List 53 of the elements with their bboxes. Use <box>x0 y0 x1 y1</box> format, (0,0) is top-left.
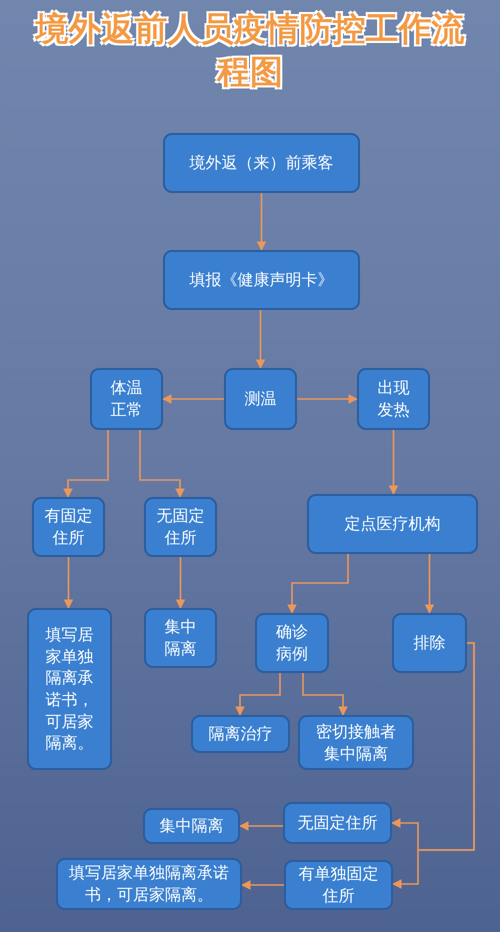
box-label: 无固定住所 <box>298 812 378 834</box>
arrow <box>64 557 74 609</box>
process-box <box>56 858 242 910</box>
process-box <box>144 497 217 557</box>
box-label: 填报《健康声明卡》 <box>190 269 334 291</box>
box-label: 排除 <box>414 632 446 654</box>
box-label: 填写居家单独隔离承诺书，可居家隔离。 <box>68 862 230 906</box>
arrow <box>176 557 186 609</box>
process-box <box>163 250 360 310</box>
box-label: 境外返（来）前乘客 <box>190 152 334 174</box>
arrow <box>139 430 185 498</box>
arrow <box>63 430 109 498</box>
process-box <box>144 608 217 668</box>
arrow <box>239 821 283 831</box>
process-box <box>307 494 478 554</box>
process-box <box>32 497 105 557</box>
process-box <box>224 368 297 430</box>
arrow <box>392 642 475 889</box>
title: 境外返前人员疫情防控工作流程图 <box>34 8 466 93</box>
box-label: 密切接触者集中隔离 <box>315 720 397 764</box>
box-label: 集中隔离 <box>160 815 224 837</box>
process-box <box>255 613 329 673</box>
box-label: 体温正常 <box>110 377 144 421</box>
arrow <box>302 673 348 716</box>
arrow <box>287 554 349 614</box>
process-box <box>283 802 392 844</box>
arrow <box>256 310 266 369</box>
arrow <box>256 193 266 251</box>
process-box <box>298 715 414 770</box>
box-label: 有单独固定住所 <box>298 863 378 907</box>
box-label: 定点医疗机构 <box>344 513 440 535</box>
arrow <box>162 394 224 404</box>
box-label: 无固定住所 <box>156 505 206 549</box>
arrow <box>388 430 398 495</box>
box-label: 有固定住所 <box>44 505 94 549</box>
box-label: 测温 <box>244 388 276 410</box>
box-label: 填写居家单独隔离承诺书，可居家隔离。 <box>44 624 94 754</box>
process-box <box>392 613 467 673</box>
arrow <box>235 673 281 716</box>
process-box <box>27 608 112 770</box>
process-box <box>143 808 240 844</box>
process-box <box>357 368 430 430</box>
arrow <box>424 554 434 614</box>
process-box <box>191 715 290 753</box>
box-label: 确诊病例 <box>275 621 309 665</box>
box-label: 出现发热 <box>376 377 410 421</box>
process-box <box>163 133 360 193</box>
arrow <box>297 394 358 404</box>
arrow <box>241 880 284 890</box>
process-box <box>90 368 163 430</box>
box-label: 集中隔离 <box>164 616 198 660</box>
box-label: 隔离治疗 <box>208 723 272 745</box>
process-box <box>284 860 393 910</box>
